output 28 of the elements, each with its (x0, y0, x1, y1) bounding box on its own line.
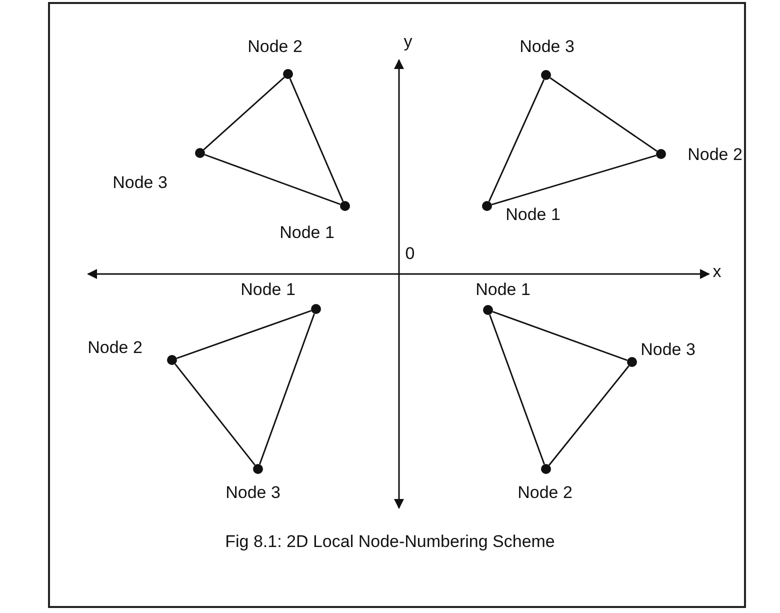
node-label: Node 3 (112, 173, 168, 193)
node-label: Node 1 (280, 223, 334, 243)
triangle-edge (289, 78, 344, 202)
axis-label: 0 (405, 244, 415, 264)
triangle-edge (203, 76, 285, 150)
node-label: Node 2 (518, 483, 572, 503)
node-label: Node 3 (640, 340, 696, 360)
node-label: Node 2 (88, 338, 142, 358)
triangle-edge (204, 154, 341, 205)
triangle-edge (176, 310, 312, 360)
triangle-edge (489, 314, 545, 465)
triangle-edge (548, 365, 630, 466)
axis-label: x (712, 262, 722, 282)
axis-label: y (404, 32, 412, 52)
node-label: Node 2 (248, 37, 302, 57)
node-label: Node 1 (476, 280, 530, 300)
node-label: Node 3 (520, 37, 574, 57)
node-label: Node 2 (688, 145, 742, 165)
node-label: Node 3 (226, 483, 280, 503)
figure-caption: Fig 8.1: 2D Local Node-Numbering Scheme (224, 532, 556, 552)
node-label: Node 1 (506, 205, 560, 225)
triangle-edge (259, 313, 315, 465)
triangle-edge (492, 154, 656, 206)
triangle-edge (492, 311, 628, 361)
triangle-edge (174, 363, 256, 466)
triangle-edge (550, 77, 658, 152)
triangle-edge (488, 79, 545, 202)
node-label: Node 1 (240, 280, 296, 300)
